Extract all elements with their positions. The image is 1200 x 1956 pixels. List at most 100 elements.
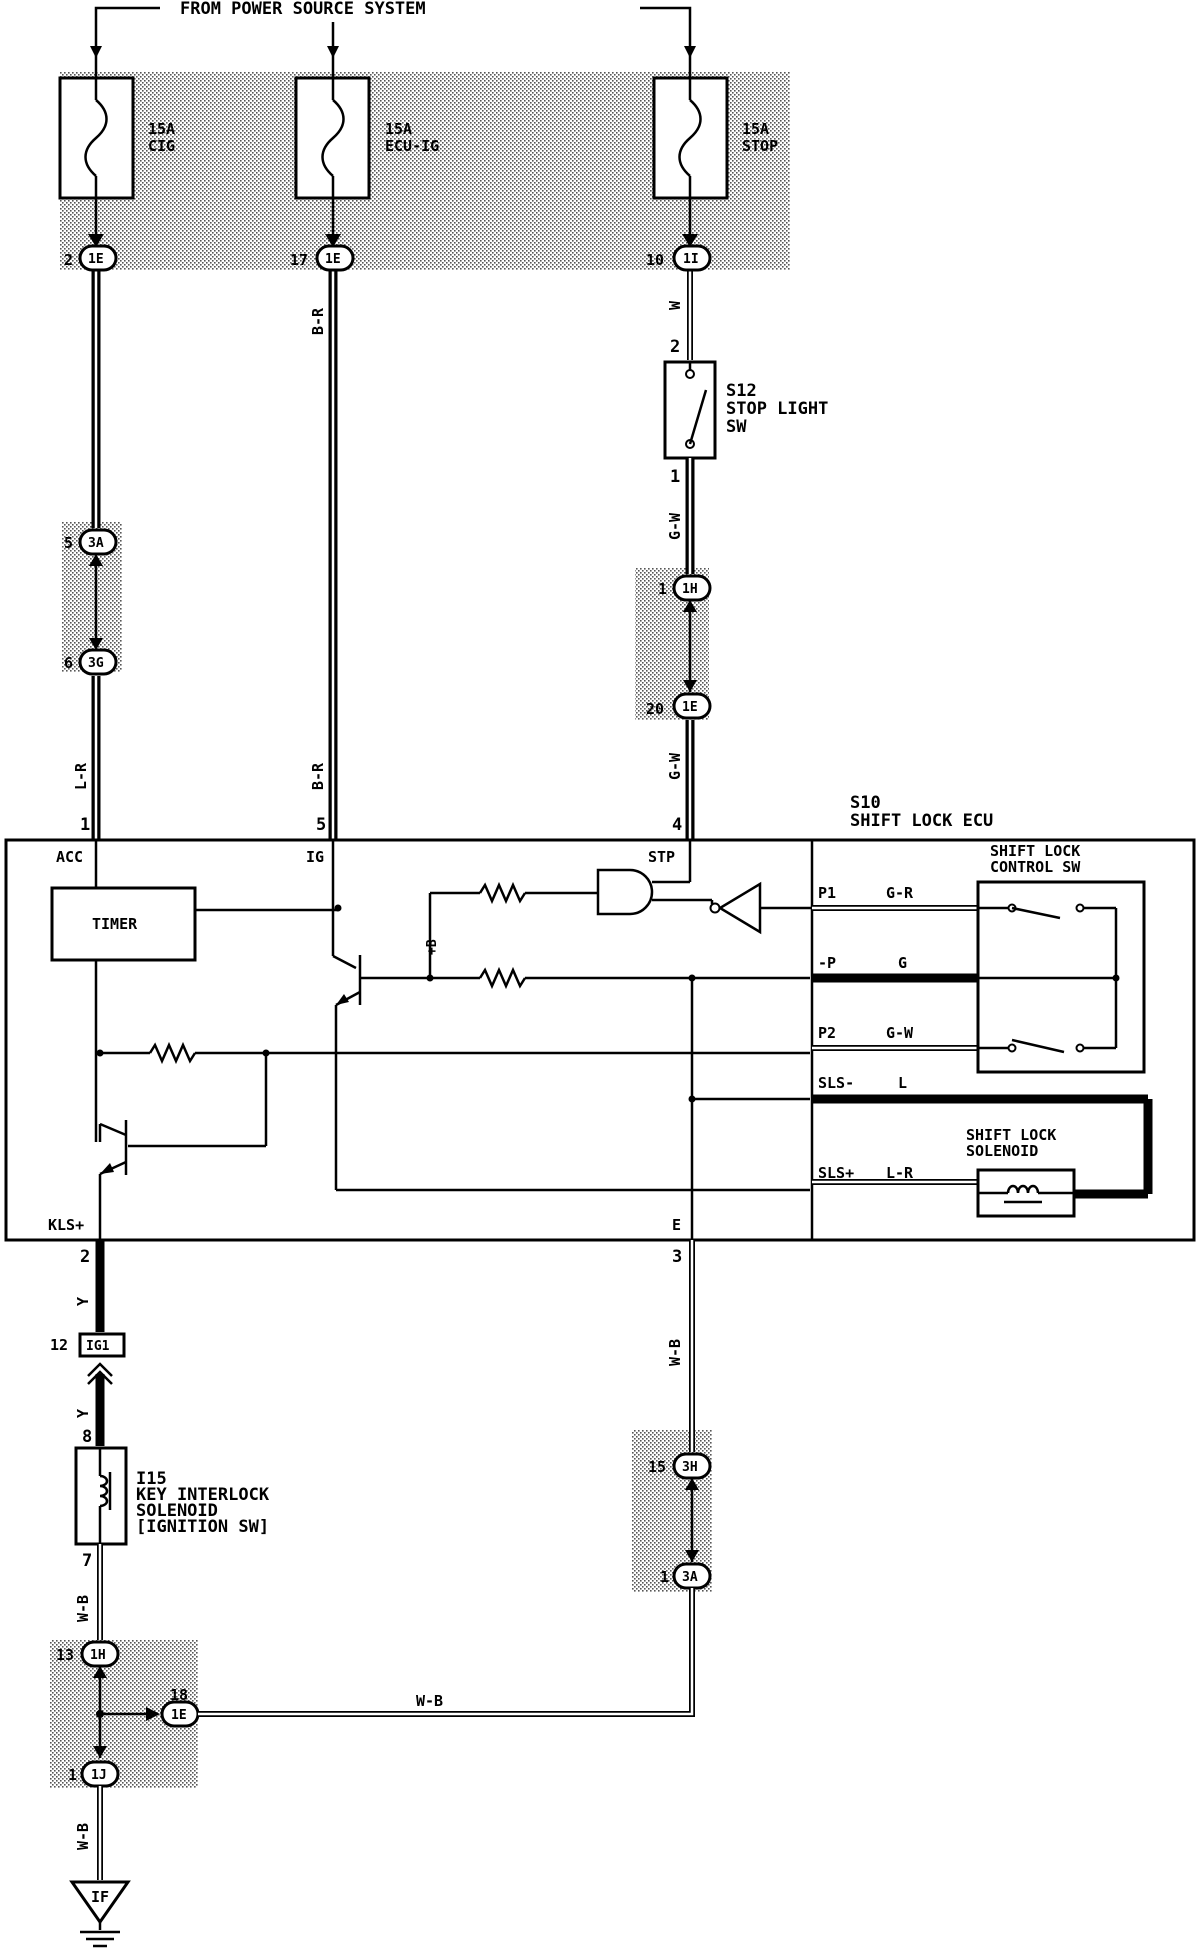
ecu-code: S10 xyxy=(850,793,881,813)
ecu-pin-kls: 2 xyxy=(80,1247,90,1267)
connector-c10: 1 3A xyxy=(660,1562,712,1590)
feed-line-1 xyxy=(94,6,160,60)
s12-pin-top: 2 xyxy=(670,337,680,357)
feed-arrow-2 xyxy=(327,46,339,58)
ecu-terminal-p1: P1 xyxy=(818,884,836,902)
svg-text:1E: 1E xyxy=(88,252,104,267)
ecu-internal-circuit xyxy=(50,840,812,1240)
ecu-terminal-p2: P2 xyxy=(818,1024,836,1042)
connector-c13: 1 1J xyxy=(68,1760,120,1788)
fuse-cig-name: CIG xyxy=(148,137,175,155)
wire-color-wb-horiz: W-B xyxy=(416,1692,443,1710)
svg-text:3A: 3A xyxy=(88,536,104,551)
stop-light-switch xyxy=(663,360,717,460)
svg-text:2: 2 xyxy=(64,251,73,269)
svg-text:18: 18 xyxy=(170,1686,188,1704)
s12-code: S12 xyxy=(726,381,757,401)
i15-line3: [IGNITION SW] xyxy=(136,1517,269,1537)
i15-line2: SOLENOID xyxy=(136,1501,218,1521)
ecu-terminal-p: -P xyxy=(818,954,836,972)
i15-line1: KEY INTERLOCK xyxy=(136,1485,270,1505)
i15-pin-bottom: 7 xyxy=(82,1551,92,1571)
connector-c3: 10 1I xyxy=(646,244,712,272)
ecu-pin-e: 3 xyxy=(672,1247,682,1267)
ecu-terminal-p-wire: G xyxy=(898,954,907,972)
svg-text:1I: 1I xyxy=(683,252,699,267)
wire-color-y-sol: Y xyxy=(74,1409,92,1418)
wire-color-br-top: B-R xyxy=(309,307,327,335)
wire-color-gw-stp: G-W xyxy=(666,752,684,780)
svg-text:3A: 3A xyxy=(682,1570,698,1585)
control-sw-line1: SHIFT LOCK xyxy=(990,842,1080,860)
svg-text:1: 1 xyxy=(68,1766,77,1784)
feed-arrow-1 xyxy=(90,46,102,58)
svg-text:15: 15 xyxy=(648,1458,666,1476)
svg-text:6: 6 xyxy=(64,654,73,672)
svg-text:1H: 1H xyxy=(90,1648,106,1663)
ecu-terminal-p1-wire: G-R xyxy=(886,884,914,902)
wire-color-br-ig: B-R xyxy=(309,762,327,790)
ecu-term-ig: IG xyxy=(306,848,324,866)
svg-text:17: 17 xyxy=(290,251,308,269)
svg-text:20: 20 xyxy=(646,700,664,718)
solenoid-line1: SHIFT LOCK xyxy=(966,1126,1056,1144)
wire-color-wb-7: W-B xyxy=(74,1595,92,1622)
fuse-stop-name: STOP xyxy=(742,137,778,155)
ecu-term-e: E xyxy=(672,1216,681,1234)
svg-text:1E: 1E xyxy=(325,252,341,267)
s12-pin-bottom: 1 xyxy=(670,467,680,487)
wire-color-wb-bottom: W-B xyxy=(74,1823,92,1850)
ecu-name: SHIFT LOCK ECU xyxy=(850,811,993,831)
ecu-timer: TIMER xyxy=(92,915,138,933)
fuse-ecu-ig: 15A ECU-IG xyxy=(294,60,439,240)
ecu-term-kls: KLS+ xyxy=(48,1216,84,1234)
key-interlock-solenoid xyxy=(74,1446,128,1546)
ecu-plus-b: +B xyxy=(425,939,440,955)
ecu-terminal-sls-minus: SLS- xyxy=(818,1074,854,1092)
ecu-terminal-sls-plus: SLS+ xyxy=(818,1164,854,1182)
svg-text:3H: 3H xyxy=(682,1460,698,1475)
svg-text:IG1: IG1 xyxy=(86,1339,110,1354)
svg-text:1J: 1J xyxy=(91,1768,107,1783)
svg-text:1: 1 xyxy=(658,580,667,598)
connector-c7: 20 1E xyxy=(646,692,712,720)
ecu-terminal-sls-minus-wire: L xyxy=(898,1074,907,1092)
connector-c8: 12 IG1 xyxy=(50,1332,126,1358)
svg-text:5: 5 xyxy=(64,534,73,552)
feed-arrow-3 xyxy=(684,46,696,58)
solenoid-line2: SOLENOID xyxy=(966,1142,1038,1160)
wire-3a-to-1e xyxy=(198,1588,695,1717)
svg-text:1: 1 xyxy=(660,1568,669,1586)
connector-c4: 5 3A xyxy=(64,528,118,556)
fuse-cig-rating: 15A xyxy=(148,120,175,138)
svg-text:13: 13 xyxy=(56,1646,74,1664)
svg-text:3G: 3G xyxy=(88,656,104,671)
ground-label: IF xyxy=(91,1888,109,1906)
ecu-pin-acc: 1 xyxy=(80,815,90,835)
fuse-stop: 15A STOP xyxy=(652,60,778,240)
connector-c2: 17 1E xyxy=(290,244,355,272)
wire-color-wb-e: W-B xyxy=(666,1339,684,1366)
control-sw-line2: CONTROL SW xyxy=(990,858,1081,876)
shift-lock-control-switch xyxy=(976,880,1146,1074)
wire-color-lr-acc: L-R xyxy=(72,762,90,790)
ecu-term-stp: STP xyxy=(648,848,675,866)
svg-text:12: 12 xyxy=(50,1336,68,1354)
s12-line1: STOP LIGHT xyxy=(726,399,828,419)
svg-text:10: 10 xyxy=(646,251,664,269)
connector-c11: 13 1H xyxy=(56,1640,120,1668)
wire-color-y-kls: Y xyxy=(74,1297,92,1306)
svg-text:1H: 1H xyxy=(682,582,698,597)
ecu-box xyxy=(4,838,1196,1242)
fuse-ecu-ig-rating: 15A xyxy=(385,120,412,138)
connector-c9: 15 3H xyxy=(648,1452,712,1480)
ecu-term-acc: ACC xyxy=(56,848,83,866)
shift-lock-solenoid xyxy=(976,1168,1076,1218)
connector-c1: 2 1E xyxy=(64,244,118,272)
i15-code: I15 xyxy=(136,1469,167,1489)
fuse-stop-rating: 15A xyxy=(742,120,769,138)
fuse-ecu-ig-name: ECU-IG xyxy=(385,137,439,155)
wire-color-gw-1: G-W xyxy=(666,512,684,540)
feed-line-3 xyxy=(640,6,692,60)
